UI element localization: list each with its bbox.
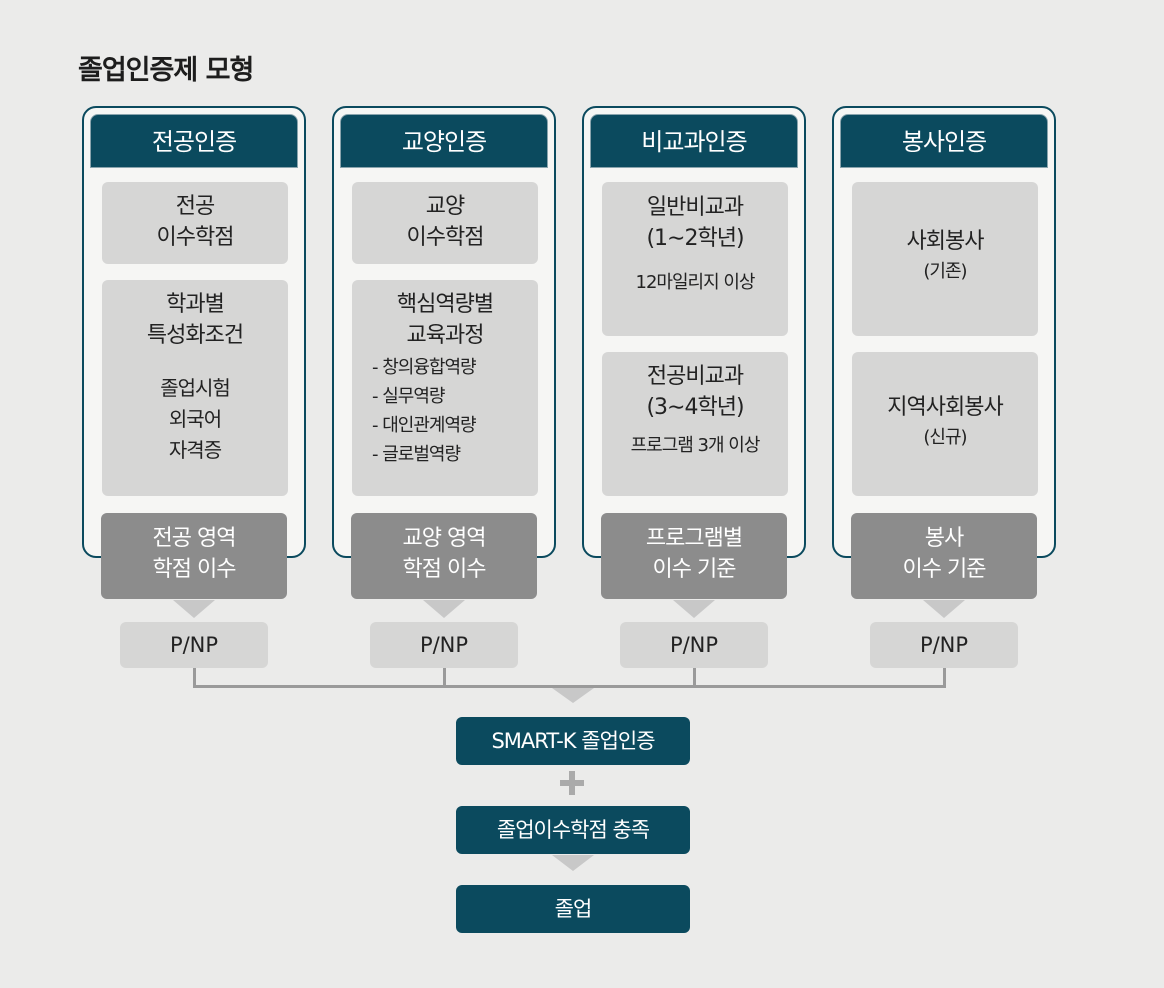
- box-title: 사회봉사: [906, 229, 985, 254]
- competency-item: - 대인관계역량: [372, 415, 477, 436]
- competency-item: - 창의융합역량: [372, 357, 477, 378]
- major-area-box: 전공 영역 학점 이수: [101, 513, 287, 599]
- box-label: 교양: [425, 194, 465, 219]
- major-extracurricular-box: 전공비교과 (3∼4학년) 프로그램 3개 이상: [602, 352, 788, 496]
- column-extracurricular-cert: 비교과인증 일반비교과 (1∼2학년) 12마일리지 이상 전공비교과 (3∼4…: [582, 106, 806, 558]
- down-arrow-icon: [173, 600, 215, 618]
- general-extracurricular-box: 일반비교과 (1∼2학년) 12마일리지 이상: [602, 182, 788, 336]
- box-title: 일반비교과: [646, 195, 744, 220]
- connector-line: [443, 668, 446, 688]
- box-note: (기존): [923, 261, 967, 282]
- area-label: 이수 기준: [902, 557, 987, 582]
- column-liberal-arts-cert: 교양인증 교양 이수학점 핵심역량별 교육과정 - 창의융합역량 - 실무역량 …: [332, 106, 556, 558]
- box-title: (3∼4학년): [646, 395, 744, 420]
- local-service-box: 지역사회봉사 (신규): [852, 352, 1038, 496]
- column-volunteer-cert: 봉사인증 사회봉사 (기존) 지역사회봉사 (신규): [832, 106, 1056, 558]
- connector-line: [193, 668, 196, 688]
- page-title: 졸업인증제 모형: [78, 55, 254, 86]
- social-service-box: 사회봉사 (기존): [852, 182, 1038, 336]
- column-header: 교양인증: [340, 114, 548, 168]
- major-credits-box: 전공 이수학점: [102, 182, 288, 264]
- program-area-box: 프로그램별 이수 기준: [601, 513, 787, 599]
- box-label: 이수학점: [156, 225, 235, 250]
- connector-line: [943, 668, 946, 688]
- box-title: (1∼2학년): [646, 226, 744, 251]
- down-arrow-icon: [552, 855, 594, 871]
- condition-item: 외국어: [168, 407, 222, 431]
- liberal-area-box: 교양 영역 학점 이수: [351, 513, 537, 599]
- pnp-box: P/NP: [870, 622, 1018, 668]
- condition-item: 졸업시험: [160, 376, 231, 400]
- graduation-box: 졸업: [456, 885, 690, 933]
- pnp-box: P/NP: [620, 622, 768, 668]
- competency-item: - 실무역량: [372, 386, 445, 407]
- box-title: 특성화조건: [146, 323, 244, 348]
- connector-line: [193, 685, 946, 688]
- core-competency-box: 핵심역량별 교육과정 - 창의융합역량 - 실무역량 - 대인관계역량 - 글로…: [352, 280, 538, 496]
- area-label: 이수 기준: [652, 557, 737, 582]
- volunteer-area-box: 봉사 이수 기준: [851, 513, 1037, 599]
- box-title: 지역사회봉사: [887, 395, 1003, 420]
- column-header: 봉사인증: [840, 114, 1048, 168]
- down-arrow-icon: [673, 600, 715, 618]
- department-conditions-box: 학과별 특성화조건 졸업시험 외국어 자격증: [102, 280, 288, 496]
- connector-line: [693, 668, 696, 688]
- area-label: 교양 영역: [402, 526, 487, 551]
- box-note: 12마일리지 이상: [635, 272, 756, 293]
- box-note: 프로그램 3개 이상: [630, 435, 761, 456]
- down-arrow-icon: [423, 600, 465, 618]
- area-label: 학점 이수: [152, 557, 237, 582]
- box-title: 전공비교과: [646, 364, 744, 389]
- column-header: 전공인증: [90, 114, 298, 168]
- area-label: 학점 이수: [402, 557, 487, 582]
- area-label: 전공 영역: [152, 526, 237, 551]
- down-arrow-icon: [552, 688, 594, 703]
- condition-item: 자격증: [168, 438, 222, 462]
- box-title: 핵심역량별: [396, 292, 494, 317]
- liberal-credits-box: 교양 이수학점: [352, 182, 538, 264]
- box-title: 학과별: [166, 292, 225, 317]
- box-label: 전공: [175, 194, 215, 219]
- area-label: 봉사: [924, 526, 964, 551]
- plus-icon: [560, 771, 584, 795]
- box-title: 교육과정: [406, 323, 485, 348]
- competency-item: - 글로벌역량: [372, 444, 461, 465]
- pnp-box: P/NP: [120, 622, 268, 668]
- column-header: 비교과인증: [590, 114, 798, 168]
- box-note: (신규): [923, 427, 967, 448]
- box-label: 이수학점: [406, 225, 485, 250]
- column-major-cert: 전공인증 전공 이수학점 학과별 특성화조건 졸업시험 외국어 자격증: [82, 106, 306, 558]
- pnp-box: P/NP: [370, 622, 518, 668]
- smart-k-cert-box: SMART-K 졸업인증: [456, 717, 690, 765]
- credits-met-box: 졸업이수학점 충족: [456, 806, 690, 854]
- area-label: 프로그램별: [645, 526, 743, 551]
- down-arrow-icon: [923, 600, 965, 618]
